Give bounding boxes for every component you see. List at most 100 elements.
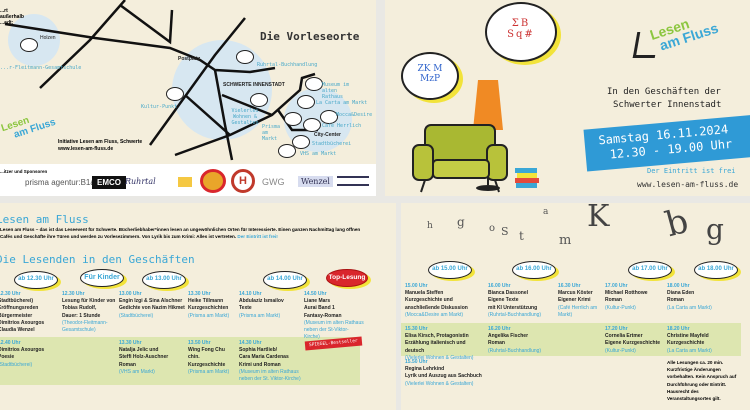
sponsor-ruhrtal: Ruhrtal (125, 177, 156, 186)
sponsor-emco: EMCO (92, 176, 126, 189)
initiative-text: Initiative Lesen am Fluss, Schwerte (58, 139, 143, 145)
entry-line: Poesie (0, 354, 15, 361)
entry-line: Diana Eden (667, 290, 695, 297)
entry-location[interactable]: (Mocca&Desire am Markt) (405, 311, 464, 318)
entry-line: Roman (605, 297, 622, 304)
map-label: La Carta am Markt (316, 100, 368, 106)
entry-time: 17.00 Uhr (605, 283, 628, 289)
entry-line: Bürgermeister (0, 312, 33, 319)
map-label: Vielerlei Wohnen & Gestalten (231, 108, 259, 126)
entry-line: Heike Tillmann (188, 298, 224, 305)
entry-location[interactable]: (Prisma am Markt) (188, 312, 230, 319)
poster-subtitle: In den Geschäften der Schwerter Innensta… (607, 86, 721, 112)
entry-line: Angelika Fischer (488, 333, 529, 340)
entry-time: 12.30 Uhr (0, 291, 21, 297)
time-bubble: ab 14.00 Uhr (263, 271, 307, 289)
initiative-website[interactable]: www.lesen-am-fluss.de (58, 146, 114, 152)
entry-location[interactable]: (Ruhrtal-Buchhandlung) (488, 311, 542, 318)
time-bubble: ab 13.00 Uhr (142, 271, 186, 289)
time-bubble: ab 17.00 Uhr (628, 261, 672, 279)
schedule-left-panel: Lesen am Fluss Lesen am Fluss – das ist … (0, 203, 396, 410)
entry-time: 14.10 Uhr (239, 291, 262, 297)
entry-location[interactable]: (Café Herrlich am Markt) (558, 304, 598, 318)
for-kids-bubble: Für Kinder (80, 269, 124, 287)
map-marker-ruhrtal[interactable] (236, 50, 254, 64)
map-marker-vielerlei[interactable] (250, 93, 268, 107)
map-marker-prisma[interactable] (284, 112, 302, 126)
entry-location[interactable]: (Theodor-Fleitmann-Gesamtschule) (62, 319, 108, 334)
entry-location[interactable]: (Prisma am Markt) (239, 312, 281, 319)
sponsor-heading: ...itzer und Sponsoren (0, 169, 48, 174)
entry-line: Natalja Jelic und (119, 347, 159, 354)
entry-line: Roman (488, 340, 505, 347)
entry-location[interactable]: (VHS am Markt) (119, 368, 155, 375)
entry-line: Cornelia Ertmer (605, 333, 643, 340)
entry-line: Lesung für Kinder von (62, 298, 116, 305)
entry-location[interactable]: (Stadtbücherei) (119, 312, 154, 319)
intro-text: Lesen am Fluss – das ist das Leseevent f… (0, 227, 370, 240)
entry-location[interactable]: (Stadtbücherei) (0, 361, 33, 368)
entry-location[interactable]: (Vielerlei Wohnen & Gestalten) (405, 354, 474, 361)
entry-time: 13.00 Uhr (119, 291, 142, 297)
entry-line: Stadtbücherei) (0, 298, 34, 305)
entry-location[interactable]: (Museum im alten Rathaus neben der St-Vi… (304, 319, 364, 341)
entry-line: Tobias Rudolf, (62, 305, 97, 312)
entry-location[interactable]: (Ruhrtal-Buchhandlung) (488, 347, 542, 354)
map-marker-holzen[interactable] (20, 38, 38, 52)
entry-line: anschließende Diskussion (405, 304, 468, 311)
decorative-letter: g (706, 213, 724, 246)
entry-line: Steffi Holz-Auschner (119, 354, 169, 361)
entry-time: 13.50 Uhr (188, 340, 211, 346)
intro-title: Lesen am Fluss (0, 213, 89, 226)
entry-line: Abdulaziz Ismailov (239, 298, 284, 305)
map-label: Ruhrtal-Buchhandlung (257, 62, 318, 68)
entry-location[interactable]: (La Carta am Markt) (667, 304, 712, 311)
map-marker-stadtbuecherei[interactable] (292, 135, 310, 149)
entry-location[interactable]: (Prisma am Markt) (188, 368, 230, 375)
time-bubble: ab 18.00 Uhr (694, 261, 738, 279)
entry-time: 14.30 Uhr (239, 340, 262, 346)
entry-location[interactable]: (Kultur-Punkt) (605, 304, 636, 311)
map-marker-cafe[interactable] (303, 118, 321, 132)
map-marker-vhs[interactable] (278, 144, 296, 158)
map-marker-museum[interactable] (305, 77, 323, 91)
entry-line: Manuela Steffen (405, 290, 444, 297)
entry-time: 12.30 Uhr (62, 291, 85, 297)
entry-location[interactable]: (La Carta am Markt) (667, 347, 712, 354)
entry-line: Roman (667, 297, 684, 304)
map-label: SCHWERTE INNENSTADT (223, 82, 285, 88)
time-bubble: ab 12.30 Uhr (14, 271, 58, 289)
entry-line: Kurzgeschichte (667, 340, 705, 347)
poster-website[interactable]: www.lesen-am-fluss.de (637, 180, 739, 189)
entry-location[interactable]: (Vielerlei Wohnen & Gestalten) (405, 380, 474, 387)
map-marker-kulturpunkt[interactable] (166, 87, 184, 101)
subtitle-line: In den Geschäften der (607, 87, 721, 97)
decorative-letter: m (559, 233, 572, 248)
date-banner: Samstag 16.11.2024 12.30 - 19.00 Uhr (583, 114, 750, 172)
entry-time: 17.20 Uhr (605, 326, 628, 332)
entry-location[interactable]: (Museum im alten Rathaus neben der St. V… (239, 368, 301, 383)
entry-location[interactable]: (Kultur-Punkt) (605, 347, 636, 354)
map-label: City-Center (314, 132, 341, 138)
map-marker-mocca[interactable] (320, 110, 338, 124)
entry-line: Gedichte von Nazim Hikmet (119, 305, 185, 312)
entry-line: Marcus Köster (558, 290, 593, 297)
entry-line: Texte (239, 305, 252, 312)
map-label: ...r-Fleitmann-Gesamtschule (0, 65, 82, 71)
entry-line: Sophia Hartlieb/ (239, 347, 278, 354)
map-marker-lacarta[interactable] (297, 95, 315, 109)
sponsor-wenzel: Wenzel (298, 176, 333, 187)
map-label: Prisma am Markt (262, 124, 281, 142)
schedule-band (0, 337, 360, 385)
entry-time: 15.30 Uhr (405, 326, 428, 332)
entry-time: 15.00 Uhr (405, 283, 428, 289)
